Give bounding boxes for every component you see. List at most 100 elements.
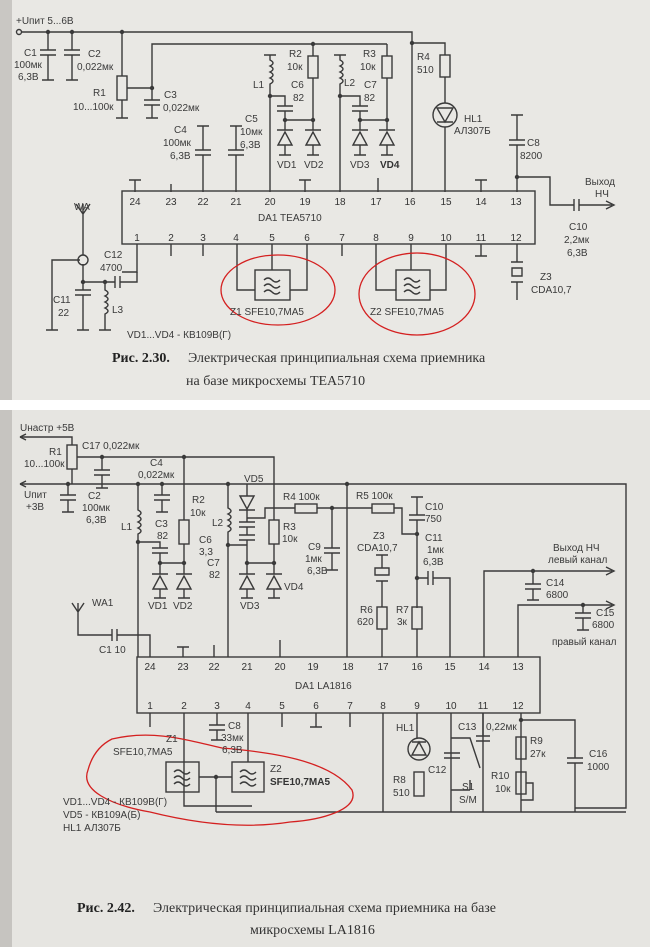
pin-label: 1 [134,233,140,244]
r2-label: R2 [192,495,205,506]
r3-label: R3 [363,49,376,60]
red-highlight-z1 [220,254,336,326]
pin-label: 5 [269,233,275,244]
chip-pins-top: 24 23 22 21 20 19 18 17 16 15 14 13 [129,197,522,208]
c12-label: C12 [428,765,447,776]
c6-value: 3,3 [199,547,213,558]
r4-value: 510 [417,65,434,76]
s1-mode: S/M [459,795,477,806]
pin-label: 13 [510,197,522,208]
resistor-r2 [307,55,319,79]
capacitor-c4 [154,484,170,513]
pin-label: 7 [339,233,345,244]
filter-z2-symbol-icon [403,277,421,295]
r3-value: 10к [360,62,376,73]
r1-label: R1 [49,447,62,458]
z3-label: Z3 [540,272,552,283]
pin-label: 16 [404,197,416,208]
c3-label: C3 [164,90,177,101]
chip-label: DA1 LA1816 [295,681,352,692]
vd1-label: VD1 [148,601,168,612]
c8-voltage: 6,3В [222,745,243,756]
varicap-vd3 [238,573,256,599]
hl1-type: АЛ307Б [454,126,491,137]
varicap-vd4 [265,573,283,599]
c1-label: C1 [24,48,37,59]
c4-label: C4 [150,458,163,469]
capacitor-c8-output [509,114,612,211]
note-varicaps: VD1...VD4 - КВ109В(Г) [63,797,167,808]
z1-type: SFE10,7MA5 [113,747,173,758]
figure-caption: Электрическая принципиальная схема прием… [153,901,496,916]
c9-label: C9 [308,542,321,553]
pin-label: 5 [279,701,285,712]
hl1-label: HL1 [464,114,483,125]
r4-label: R4 [417,52,430,63]
antenna-connector [77,254,89,266]
output-left-label: Выход НЧ [553,543,600,554]
c12-label: C12 [104,250,123,261]
tuning-input [20,436,73,445]
pin-label: 12 [512,701,524,712]
chip-pins-bottom: 1 2 3 4 5 6 7 8 9 10 11 12 [147,701,524,712]
inductor-l1 [264,54,276,192]
r8-value: 510 [393,788,410,799]
note-vd5: VD5 - КВ109А(Б) [63,810,140,821]
scan-edge [0,410,12,947]
r4-label: R4 100к [283,492,320,503]
pin-label: 22 [208,662,220,673]
r1-value: 10...100к [24,459,65,470]
pin-label: 12 [510,233,522,244]
c7-value: 82 [209,570,221,581]
antenna-input-circuit [46,203,138,331]
c10-voltage: 6,3В [567,248,588,259]
r7-label: R7 [396,605,409,616]
pin-label: 2 [181,701,187,712]
output-left-channel: левый канал [548,555,608,566]
l1-label: L1 [121,522,133,533]
vd4-label: VD4 [284,582,304,593]
c4-voltage: 6,3В [170,151,191,162]
c1-value: 100мк [14,60,43,71]
c6-label: C6 [199,535,212,546]
vd3-label: VD3 [350,160,370,171]
c9-voltage: 6,3В [307,566,328,577]
c16-value: 1000 [587,762,610,773]
r1-label: R1 [93,88,106,99]
varicap-vd5-c6-c7 [238,484,295,574]
c13-value: 0,22мк [486,722,517,733]
resonator-z3 [374,554,390,607]
pin-label: 6 [304,233,310,244]
antenna-label: WA1 [92,598,114,609]
r2-label: R2 [289,49,302,60]
r9-label: R9 [530,736,543,747]
pin-label: 3 [200,233,206,244]
pin-label: 6 [313,701,319,712]
pin-label: 8 [380,701,386,712]
varicap-note: VD1...VD4 - КВ109В(Г) [127,330,231,341]
pin-label: 15 [440,197,452,208]
vd1-label: VD1 [277,160,297,171]
c2-label: C2 [88,491,101,502]
supply-arrow-icon [19,480,27,488]
pin-label: 9 [408,233,414,244]
c6-value: 82 [293,93,305,104]
c7-label: C7 [207,558,220,569]
pin-label: 20 [274,662,286,673]
figure-caption-line2: на базе микросхемы TEA5710 [186,374,365,389]
capacitor-c6 [270,95,313,130]
vd2-label: VD2 [304,160,324,171]
c5-value: 10мк [240,127,263,138]
inductor-l2 [226,484,247,657]
note-hl1: HL1 АЛ307Б [63,823,121,834]
vd5-label: VD5 [244,474,264,485]
tuning-rail [71,456,275,520]
r10-label: R10 [491,771,510,782]
supply-rail [21,31,413,192]
figure-number: Рис. 2.42. [77,901,135,916]
c11-label: C11 [425,533,443,544]
inductor-l2 [334,54,346,192]
scan-fig1-background [0,0,650,400]
